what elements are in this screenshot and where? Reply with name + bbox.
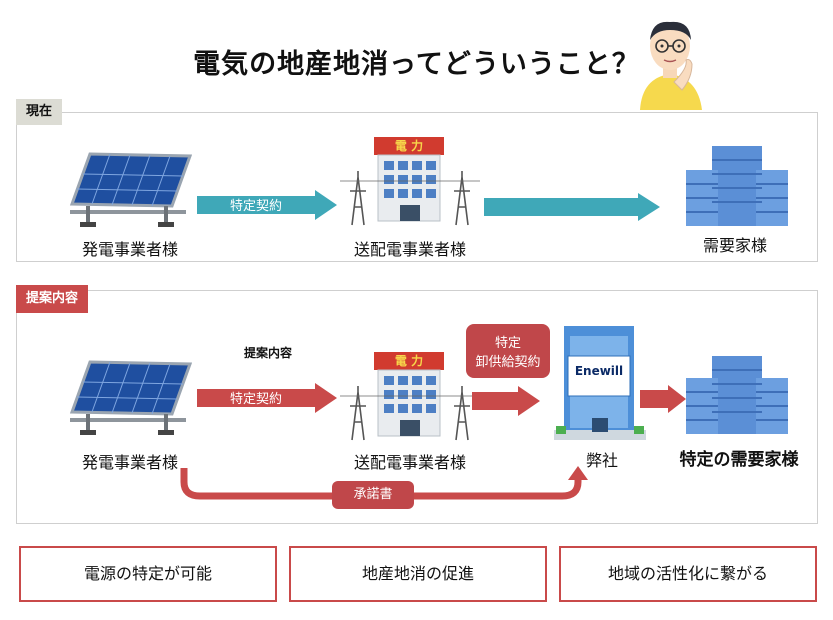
proposal-heading: 提案内容 bbox=[244, 346, 293, 360]
wholesale-line-1: 特定 bbox=[494, 336, 521, 351]
proposal-contract-label: 特定契約 bbox=[229, 392, 282, 407]
proposal-panel bbox=[16, 290, 818, 524]
current-supply-arrow bbox=[484, 193, 660, 221]
current-tag: 現在 bbox=[16, 99, 63, 125]
solar-panel-icon-2 bbox=[66, 356, 192, 436]
wholesale-contract-badge: 特定 卸供給契約 bbox=[466, 324, 550, 378]
final-supply-arrow bbox=[640, 385, 686, 413]
proposal-contract-arrow bbox=[197, 383, 337, 413]
wholesale-line-2: 卸供給契約 bbox=[475, 355, 541, 370]
proposal-generator-label: 発電事業者様 bbox=[81, 453, 178, 472]
company-logo: Enewill bbox=[574, 364, 624, 378]
wholesale-arrow bbox=[472, 386, 540, 416]
power-company-building-icon bbox=[340, 135, 480, 227]
benefit-box-2: 地産地消の促進 bbox=[289, 546, 547, 602]
specific-consumer-building-icon bbox=[684, 350, 790, 436]
benefit-box-1: 電源の特定が可能 bbox=[19, 546, 277, 602]
benefit-box-3: 地域の活性化に繋がる bbox=[559, 546, 817, 602]
power-company-building-icon-2 bbox=[340, 350, 480, 442]
page-title: 電気の地産地消ってどういうこと？ bbox=[193, 49, 640, 80]
current-retailer-label: 送配電事業者様 bbox=[353, 240, 466, 259]
specific-consumer-label: 特定の需要家様 bbox=[679, 450, 799, 470]
current-contract-arrow bbox=[197, 190, 337, 220]
consumer-building-icon bbox=[684, 140, 790, 228]
current-contract-label: 特定契約 bbox=[229, 199, 282, 214]
proposal-retailer-label: 送配電事業者様 bbox=[353, 453, 466, 472]
consent-document-badge: 承諾書 bbox=[332, 481, 414, 509]
current-panel bbox=[16, 112, 818, 262]
company-building-icon bbox=[554, 322, 646, 442]
current-consumer-label: 需要家様 bbox=[702, 236, 767, 255]
power-sign-text: 電 力 bbox=[394, 139, 424, 153]
company-label: 弊社 bbox=[585, 451, 618, 470]
proposal-tag: 提案内容 bbox=[16, 285, 89, 313]
power-sign-text-2: 電 力 bbox=[394, 354, 424, 368]
thinking-man-illustration bbox=[630, 12, 710, 110]
current-generator-label: 発電事業者様 bbox=[81, 240, 178, 259]
solar-panel-icon bbox=[66, 148, 192, 228]
